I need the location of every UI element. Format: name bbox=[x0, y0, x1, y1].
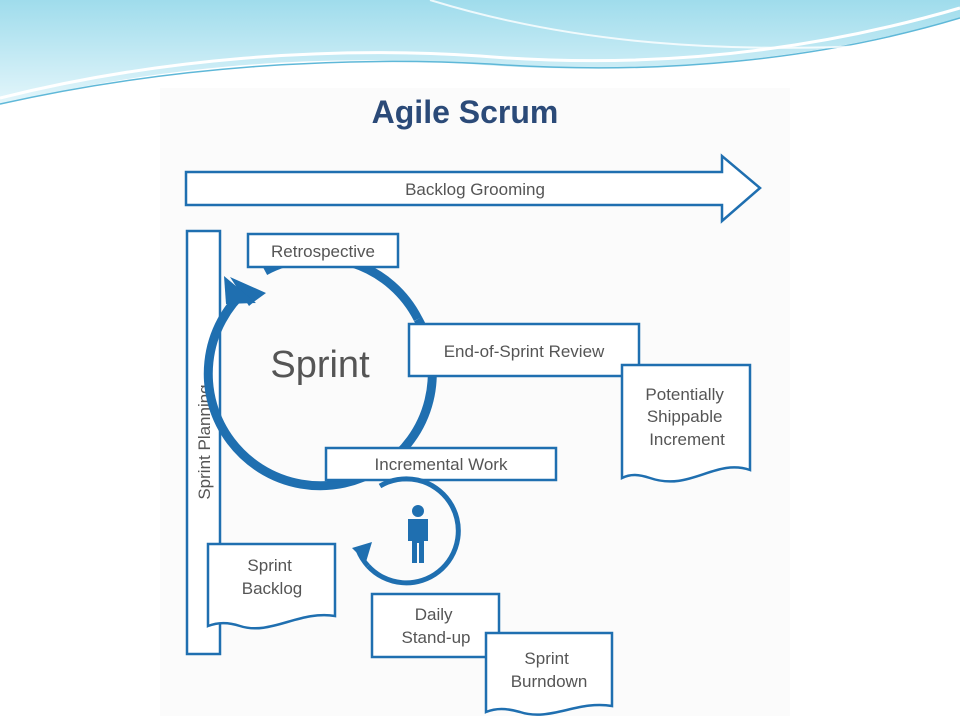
sprint-planning-bar: Sprint Planning bbox=[185, 229, 222, 656]
sprint-burndown-doc: Sprint Burndown bbox=[484, 631, 614, 716]
backlog-grooming-arrow: Backlog Grooming bbox=[184, 153, 762, 224]
retrospective-box: Retrospective bbox=[246, 232, 400, 269]
sprint-label: Sprint bbox=[270, 344, 370, 386]
incremental-work-box: Incremental Work bbox=[324, 446, 558, 482]
sprint-planning-label: Sprint Planning bbox=[195, 384, 214, 499]
sprint-backlog-label: Sprint Backlog bbox=[242, 556, 302, 598]
end-of-sprint-review-box: End-of-Sprint Review bbox=[407, 322, 641, 378]
daily-standup-box: Daily Stand-up bbox=[370, 592, 501, 659]
daily-standup-label: Daily Stand-up bbox=[402, 605, 471, 647]
daily-cycle bbox=[352, 476, 461, 586]
sprint-cycle-arrowhead bbox=[230, 277, 266, 306]
backlog-grooming-label: Backlog Grooming bbox=[405, 180, 545, 199]
incremental-work-label: Incremental Work bbox=[375, 455, 508, 474]
header-wave bbox=[0, 0, 960, 105]
daily-cycle-arrowhead bbox=[352, 542, 372, 562]
sprint-burndown-label: Sprint Burndown bbox=[511, 649, 588, 691]
potentially-shippable-increment-doc: Potentially Shippable Increment bbox=[620, 363, 752, 483]
sprint-backlog-doc: Sprint Backlog bbox=[206, 542, 337, 630]
retrospective-label: Retrospective bbox=[271, 242, 375, 261]
sprint-cycle: Sprint bbox=[203, 253, 437, 491]
page-title: Agile Scrum bbox=[372, 94, 559, 130]
potentially-shippable-increment-label: Potentially Shippable Increment bbox=[645, 385, 728, 449]
person-icon bbox=[408, 505, 428, 563]
end-of-sprint-review-label: End-of-Sprint Review bbox=[444, 342, 605, 361]
